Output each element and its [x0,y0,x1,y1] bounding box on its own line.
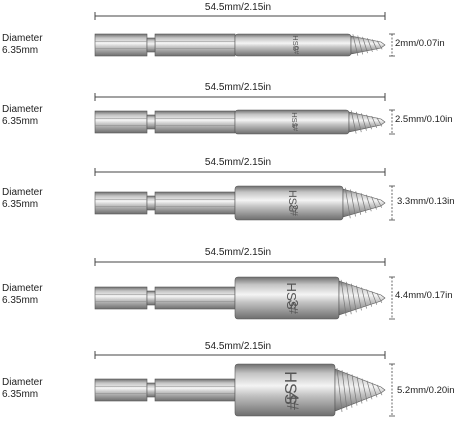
engraving-hss: HSS [291,35,300,50]
shank-groove [146,114,156,130]
length-label: 54.5mm/2.15in [204,247,272,258]
hex-shank [154,378,236,402]
spiral-tip [334,368,386,412]
tip-size-label: 3.3mm/0.13in [397,196,455,207]
shank-groove [146,290,156,306]
engraving-size: 2# [287,204,299,216]
shank-groove [146,37,156,53]
shank-groove [146,195,156,211]
engraving-size: 4# [283,392,301,411]
engraving-hss: HSS [281,371,299,405]
engraving-size: 1# [291,123,300,132]
length-label: 54.5mm/2.15in [204,157,272,168]
length-label: 54.5mm/2.15in [204,82,272,93]
hex-shank [94,378,148,402]
shank-groove [146,382,156,398]
engraving-size: 3# [286,299,301,314]
engraving-size: 0# [292,46,301,55]
engraving-hss: HSS [284,282,299,309]
tip-size-label: 5.2mm/0.20in [397,385,455,396]
engraving-hss: HSS [290,112,299,128]
spiral-tip [348,111,386,133]
length-label: 54.5mm/2.15in [204,341,272,352]
tip-size-label: 2mm/0.07in [395,38,445,49]
tip-size-label: 4.4mm/0.17in [395,290,453,301]
engraving-hss: HSS [286,190,298,212]
tip-size-label: 2.5mm/0.10in [395,114,453,125]
length-label: 54.5mm/2.15in [204,2,272,13]
spiral-tip [338,280,386,316]
spiral-tip [342,188,386,218]
spiral-tip [350,35,386,55]
